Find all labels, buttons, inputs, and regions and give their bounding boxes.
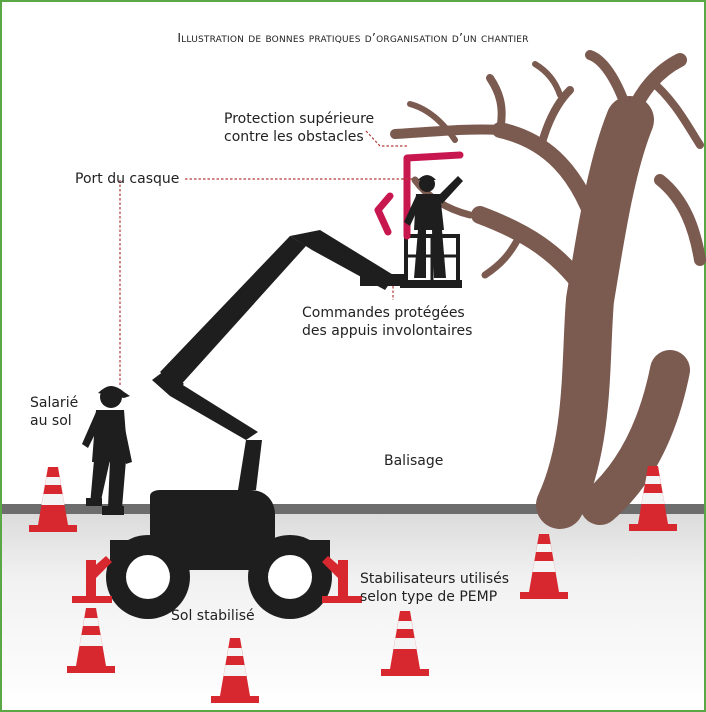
label-commandes-line2: des appuis involontaires	[302, 323, 473, 339]
label-sol: Sol stabilisé	[171, 608, 255, 624]
page-title: Illustration de bonnes pratiques d’organ…	[177, 30, 529, 45]
label-protection-line1: Protection supérieure	[224, 111, 375, 127]
label-stab-line1: Stabilisateurs utilisés	[360, 571, 510, 587]
label-protection-line2: contre les obstacles	[224, 129, 364, 145]
label-protection: Protection supérieure contre les obstacl…	[224, 110, 374, 146]
label-balisage: Balisage	[384, 453, 444, 469]
ground	[2, 506, 704, 710]
aerial-work-platform	[106, 230, 462, 619]
label-salarie-line2: au sol	[30, 413, 72, 429]
worker-on-platform	[404, 175, 463, 278]
label-casque: Port du casque	[75, 171, 180, 187]
ground-edge	[2, 504, 704, 514]
label-stabilisateurs: Stabilisateurs utilisés selon type de PE…	[360, 570, 509, 606]
protection-frame	[374, 151, 464, 240]
label-salarie-line1: Salarié	[30, 395, 79, 411]
label-commandes-line1: Commandes protégées	[302, 305, 465, 321]
label-commandes: Commandes protégées des appuis involonta…	[302, 304, 472, 340]
tree	[390, 50, 706, 529]
label-salarie: Salarié au sol	[30, 394, 78, 430]
ground-worker	[82, 386, 132, 515]
label-stab-line2: selon type de PEMP	[360, 589, 498, 605]
leader-lines	[119, 130, 412, 385]
